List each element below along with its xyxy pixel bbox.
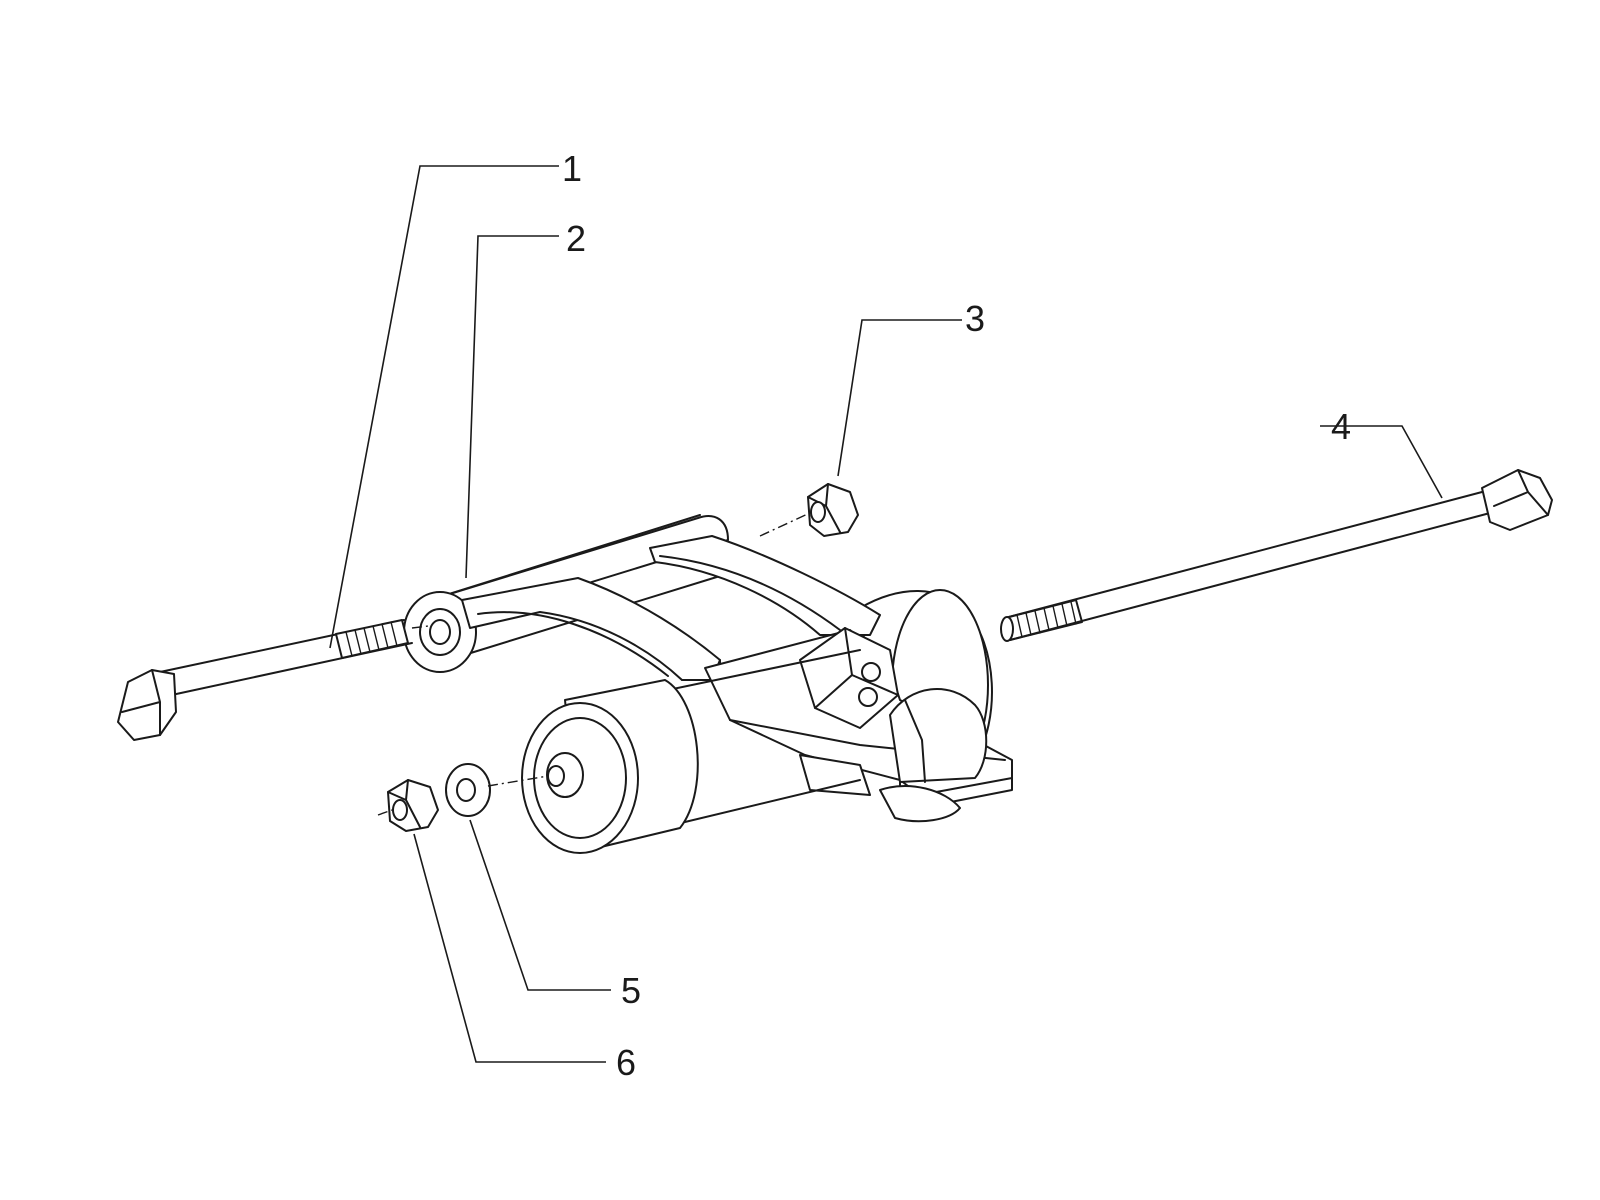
washer-part-5 (445, 763, 491, 817)
swing-arm-part-2 (403, 514, 1013, 854)
callout-6: 6 (616, 1042, 636, 1083)
nut-part-6 (387, 779, 439, 832)
assembly-axis-lines (377, 511, 813, 816)
leader-lines (329, 165, 1443, 1063)
callout-5: 5 (621, 970, 641, 1011)
callout-4: 4 (1331, 406, 1351, 447)
short-bolt-part-1 (117, 619, 413, 741)
nut-part-3 (807, 483, 859, 537)
callout-3: 3 (965, 298, 985, 339)
callout-2: 2 (566, 218, 586, 259)
callout-1: 1 (562, 148, 582, 189)
long-bolt-part-4 (1000, 469, 1553, 642)
